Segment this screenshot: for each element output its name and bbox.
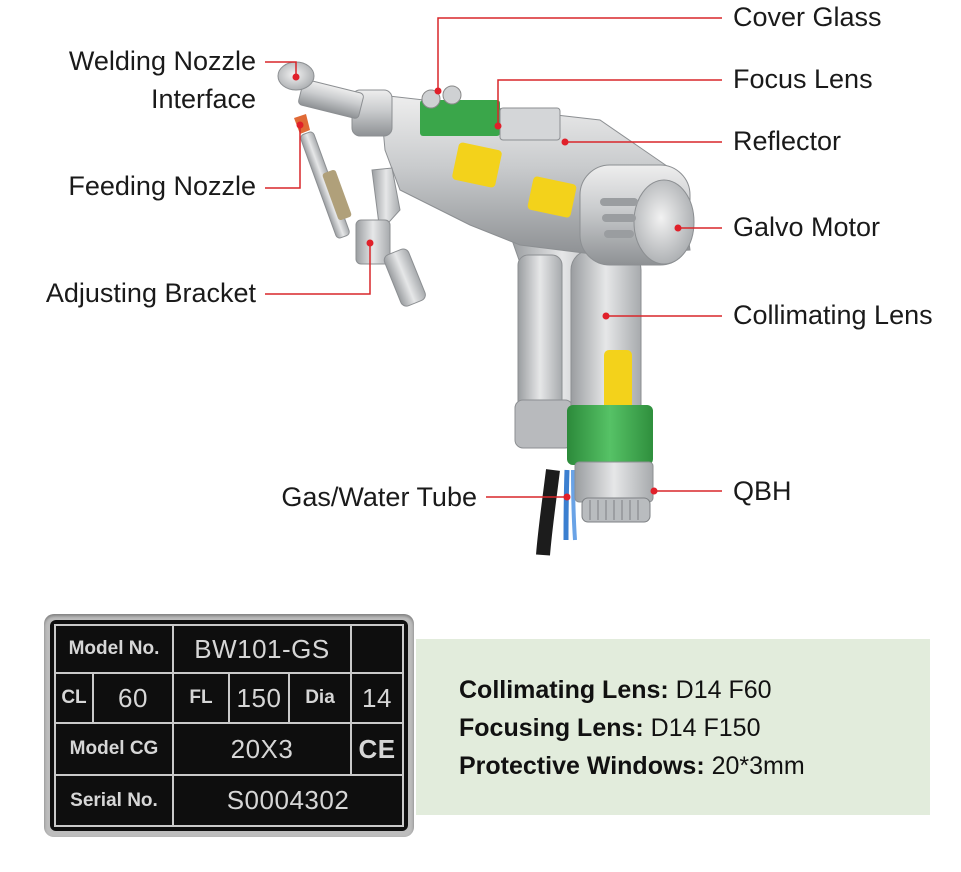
qbh-knurl (581, 497, 651, 523)
plate-model-cg-label: Model CG (54, 722, 174, 776)
galvo-cap (633, 179, 695, 265)
plate-cl-value: 60 (92, 672, 174, 724)
label-welding-nozzle-line2: Interface (150, 84, 256, 114)
spec-collimating-label: Collimating Lens: (459, 676, 669, 704)
plate-serial-value: S0004302 (172, 774, 404, 827)
plate-model-no-label: Model No. (54, 624, 174, 674)
warning-sticker-1 (452, 142, 502, 188)
plate-dia-value: 14 (350, 672, 404, 724)
plate-model-no-value: BW101-GS (172, 624, 352, 674)
plate-serial-label: Serial No. (54, 774, 174, 827)
spec-focusing: Focusing Lens: D14 F150 (459, 714, 760, 743)
nozzle-tube (298, 79, 364, 119)
bracket-arm (371, 167, 401, 234)
qbh-body (574, 461, 654, 503)
blue-tube (563, 469, 570, 541)
plate-fl-value: 150 (228, 672, 290, 724)
nameplate: Model No. BW101-GS CL 60 FL 150 Dia 14 M… (44, 614, 414, 837)
warning-sticker-2 (527, 176, 577, 218)
label-collimating-lens: Collimating Lens (733, 300, 933, 330)
nameplate-face: Model No. BW101-GS CL 60 FL 150 Dia 14 M… (50, 620, 408, 831)
green-band (567, 405, 653, 465)
feeding-rod (300, 131, 350, 239)
cable (536, 469, 560, 556)
leader-adjusting-bracket (265, 243, 371, 295)
warning-sticker-vertical (604, 350, 632, 412)
label-welding-nozzle-line1: Welding Nozzle (68, 46, 256, 76)
leader-cover-glass (437, 17, 722, 91)
label-adjusting-bracket: Adjusting Bracket (45, 278, 256, 308)
spec-focusing-value: D14 F150 (643, 714, 761, 742)
leader-focus-lens (497, 79, 722, 126)
plate-model-cg-value: 20X3 (172, 722, 352, 776)
spec-protective-value: 20*3mm (704, 752, 805, 780)
spec-protective: Protective Windows: 20*3mm (459, 752, 805, 781)
top-screw-1 (421, 89, 441, 109)
leader-feeding-nozzle (265, 125, 301, 189)
handle-grip (517, 254, 563, 421)
label-reflector: Reflector (733, 126, 842, 156)
plate-ce-mark: CE (350, 722, 404, 776)
spec-protective-label: Protective Windows: (459, 752, 705, 780)
plate-fl-label: FL (172, 672, 230, 724)
plate-cl-label: CL (54, 672, 94, 724)
spec-focusing-label: Focusing Lens: (459, 714, 644, 742)
leader-welding-nozzle (265, 61, 297, 76)
label-gas-water-tube: Gas/Water Tube (281, 482, 477, 512)
green-top-block (420, 100, 500, 136)
wire-spring (322, 169, 352, 221)
label-focus-lens: Focus Lens (733, 64, 873, 94)
plate-dia-label: Dia (288, 672, 352, 724)
plate-blank-cell (350, 624, 404, 674)
adjuster-lower (383, 248, 426, 307)
label-qbh: QBH (733, 476, 792, 506)
label-galvo-motor: Galvo Motor (733, 212, 881, 242)
spec-collimating: Collimating Lens: D14 F60 (459, 676, 772, 705)
top-screw-2 (442, 85, 462, 105)
spec-collimating-value: D14 F60 (668, 676, 772, 704)
label-feeding-nozzle: Feeding Nozzle (68, 171, 256, 201)
label-cover-glass: Cover Glass (733, 2, 882, 32)
spec-panel: Collimating Lens: D14 F60 Focusing Lens:… (416, 639, 930, 815)
